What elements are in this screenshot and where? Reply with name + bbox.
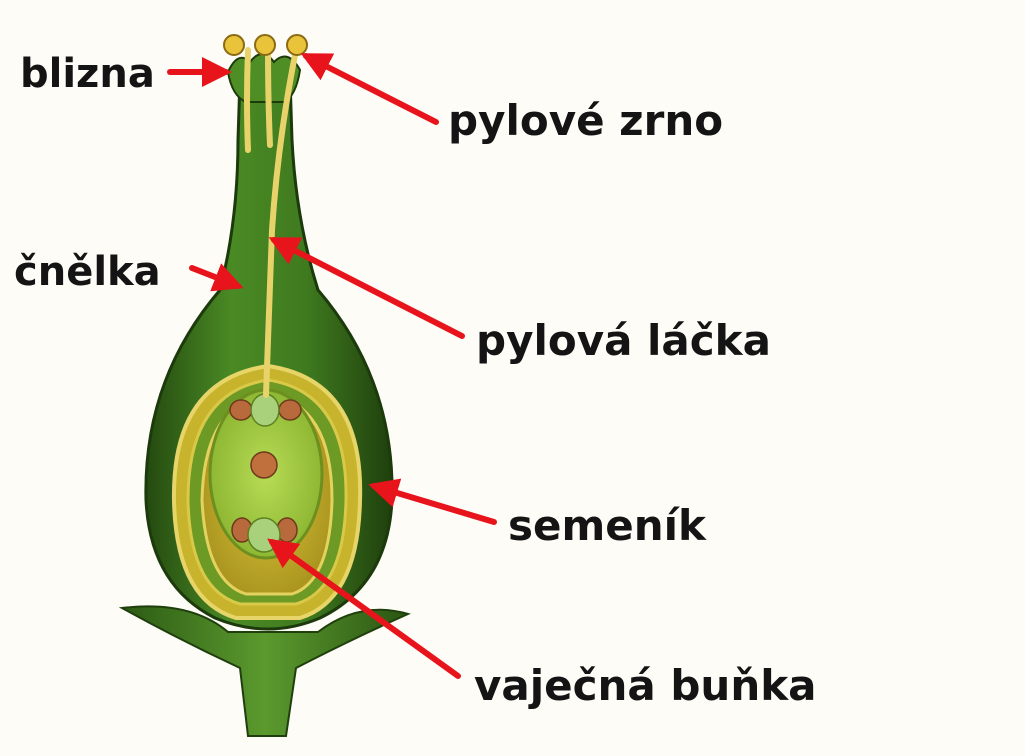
label-pollen-grain: pylové zrno [448, 100, 723, 142]
label-style: čnělka [14, 252, 161, 292]
pollen-grains [224, 35, 307, 55]
label-pollen-tube: pylová láčka [476, 320, 771, 362]
ovule [174, 366, 360, 618]
label-ovary: semeník [508, 505, 706, 547]
label-egg-cell: vaječná buňka [474, 665, 817, 707]
arrow-pylove-zrno [306, 56, 436, 122]
label-stigma: blizna [20, 54, 155, 94]
